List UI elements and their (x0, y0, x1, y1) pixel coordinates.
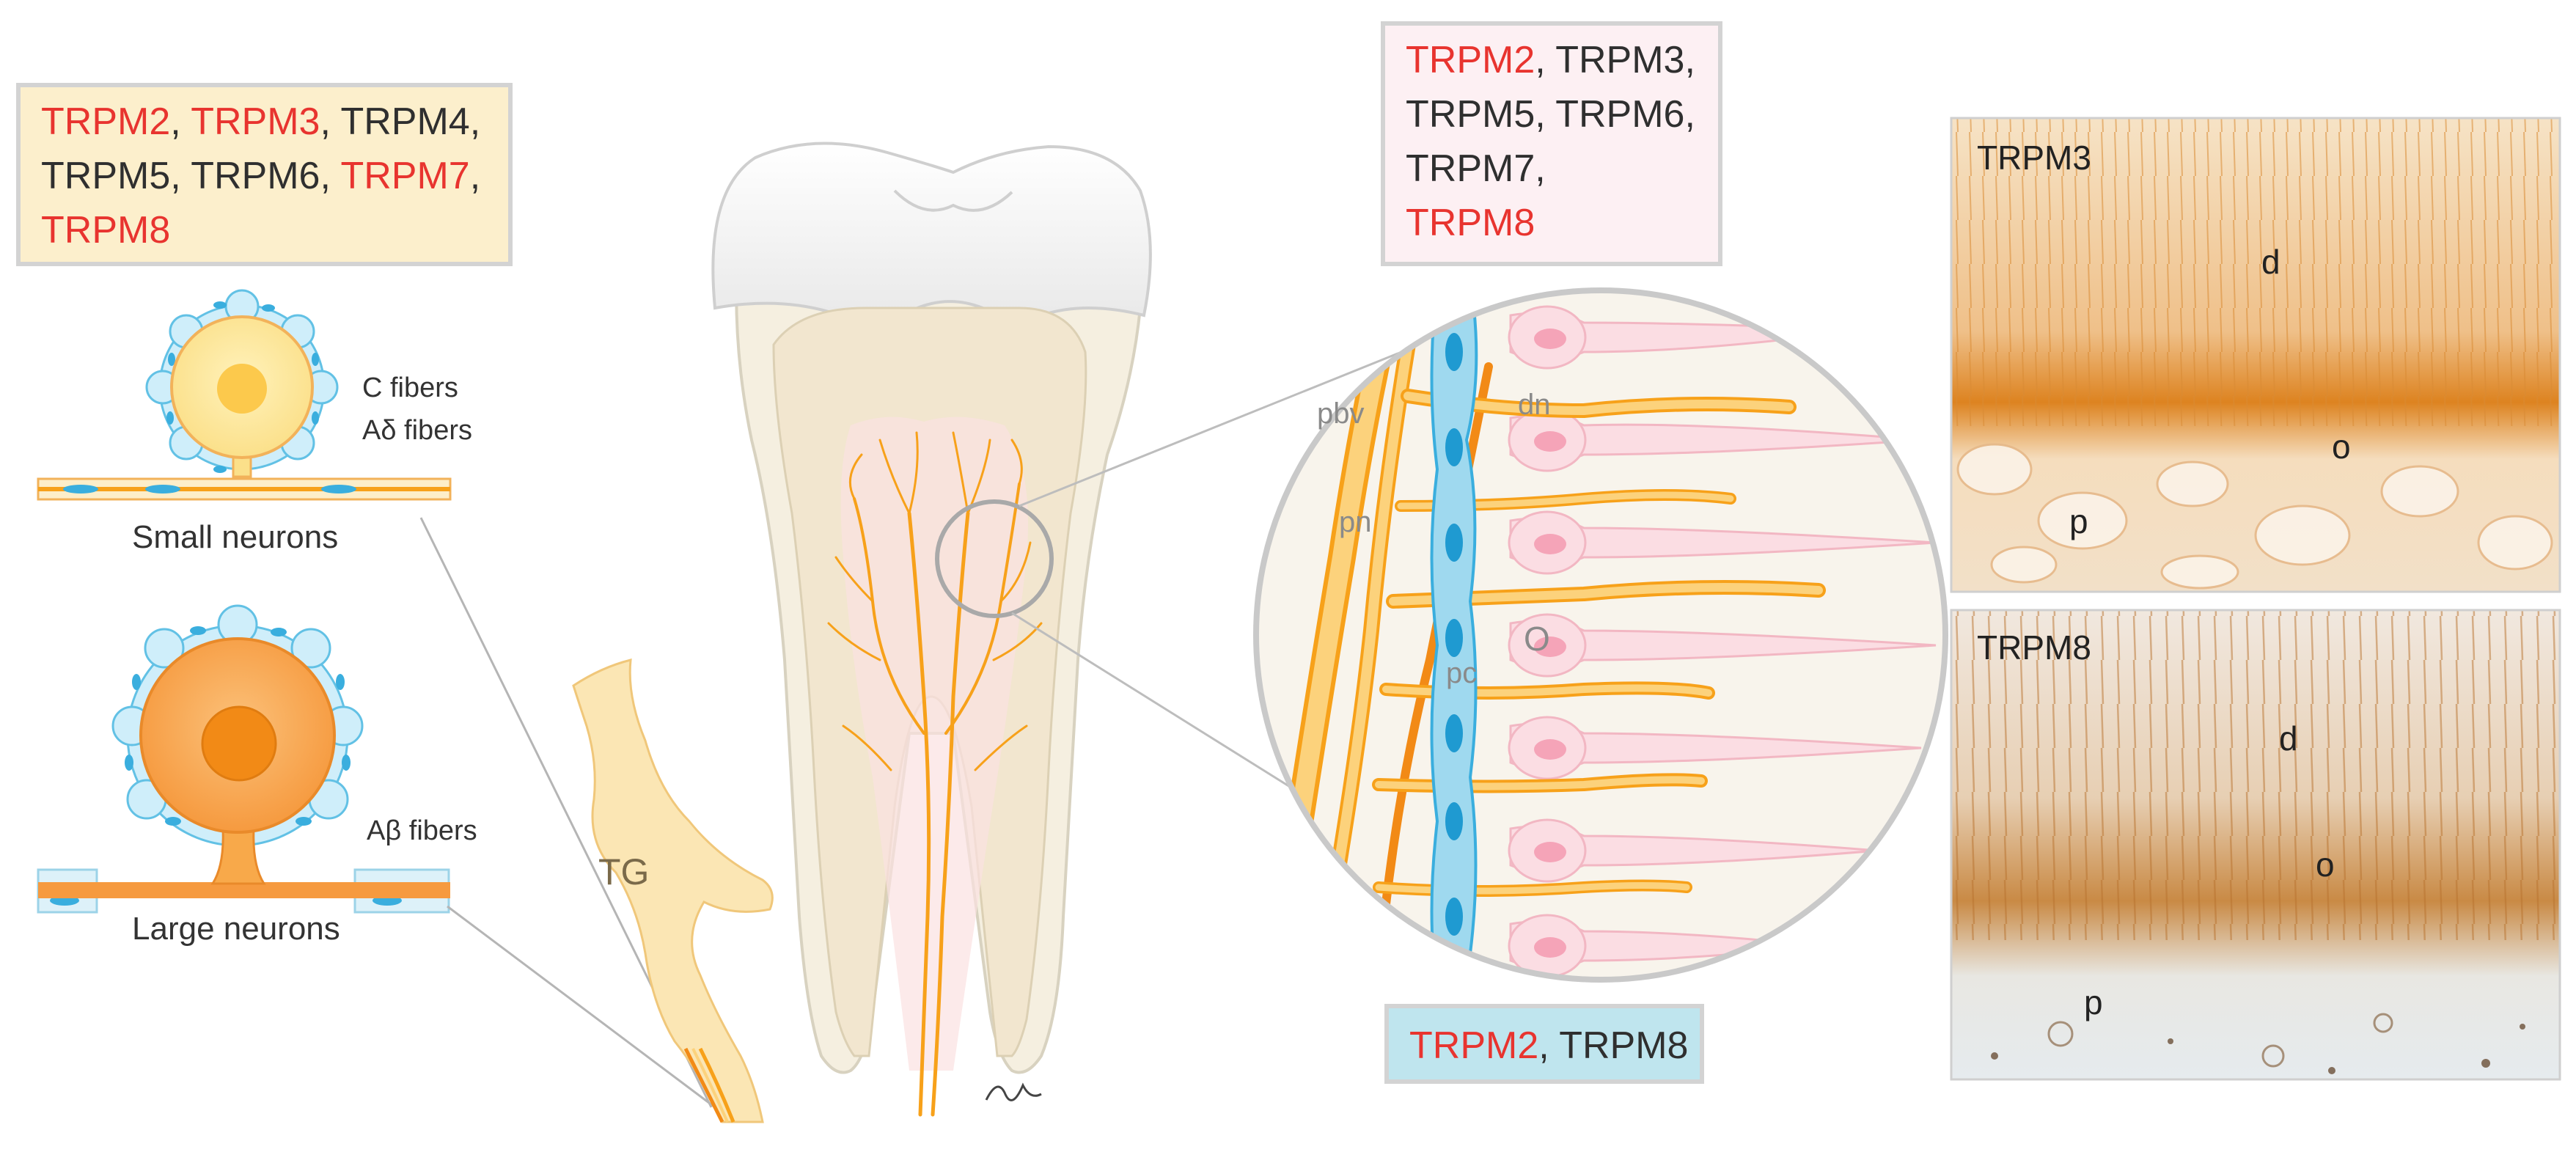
ganglion-trpm-item: TRPM8 (41, 209, 171, 252)
trigeminal-ganglion (572, 658, 774, 1123)
large-neuron-nucleus (201, 705, 277, 782)
magnifier-circle (935, 499, 1054, 618)
odontoblast-trpm-item: TRPM5 (1406, 93, 1535, 136)
odontoblast-trpm-item: TRPM3 (1555, 39, 1685, 81)
large-neuron (37, 604, 450, 914)
panel-1-o-label: o (2332, 428, 2351, 466)
histology-panel-1 (1950, 117, 2561, 593)
tooth-pulp (840, 417, 1028, 1071)
pn-label: pn (1339, 506, 1372, 538)
dn-label: dn (1518, 389, 1551, 421)
a-delta-fibers-label: Aδ fibers (362, 415, 472, 446)
a-beta-fibers-label: Aβ fibers (367, 815, 477, 846)
odontoblast-trpm-item: TRPM6 (1555, 93, 1685, 136)
pc-label: pc (1446, 657, 1478, 689)
ganglion-trpm-item: TRPM7 (340, 155, 470, 197)
panel-2-o-label: o (2316, 845, 2335, 884)
ganglion-trpm-item: TRPM2 (41, 100, 171, 143)
panel-1-p-label: p (2069, 502, 2088, 540)
large-neurons-label: Large neurons (132, 911, 340, 947)
panel-title-trpm3: TRPM3 (1977, 139, 2091, 177)
small-neuron (37, 289, 452, 501)
zoom-view (1253, 287, 1948, 983)
odontoblast-trpm-box: TRPM2, TRPM3, TRPM5, TRPM6, TRPM7, TRPM8 (1381, 21, 1722, 266)
pulp-trpm-box: TRPM2, TRPM8 (1384, 1004, 1704, 1084)
ganglion-trpm-item: TRPM5 (41, 155, 171, 197)
small-neuron-nucleus (217, 364, 267, 414)
tg-label: TG (598, 851, 650, 892)
tooth (711, 142, 1152, 1117)
odontoblast-nuclei (1534, 329, 1566, 958)
panel-title-trpm8: TRPM8 (1977, 628, 2091, 667)
signature (985, 1082, 1042, 1101)
ganglion-trpm-item: TRPM4 (340, 100, 470, 143)
pulp-cells (1430, 290, 1478, 980)
ganglion-trpm-box: TRPM2, TRPM3, TRPM4, TRPM5, TRPM6, TRPM7… (16, 83, 513, 266)
odontoblast-trpm-item: TRPM8 (1406, 202, 1535, 244)
tooth-crown (711, 142, 1152, 321)
connector-line-large (447, 905, 716, 1109)
ganglion-trpm-item: TRPM6 (191, 155, 320, 197)
c-fibers-label: C fibers (362, 373, 458, 403)
ganglion-trpm-item: TRPM3 (191, 100, 320, 143)
panel-2-p-label: p (2084, 983, 2103, 1021)
odontoblast-trpm-item: TRPM7 (1406, 147, 1535, 190)
large-axon (38, 882, 450, 898)
pulp-trpm-item: TRPM2 (1409, 1024, 1539, 1067)
small-neurons-label: Small neurons (132, 519, 339, 555)
panel-1-d-label: d (2261, 243, 2280, 281)
large-neuron-stem (210, 827, 266, 885)
pulp-trpm-item: TRPM8 (1559, 1024, 1689, 1067)
pulp-nerves (827, 431, 1043, 1117)
zoom-border (1253, 287, 1948, 983)
odontoblast-trpm-item: TRPM2 (1406, 39, 1535, 81)
histology-panel-2 (1950, 609, 2561, 1081)
panel-2-d-label: d (2279, 719, 2298, 757)
pbv-label: pbv (1317, 397, 1365, 430)
o-label: O (1524, 620, 1550, 658)
